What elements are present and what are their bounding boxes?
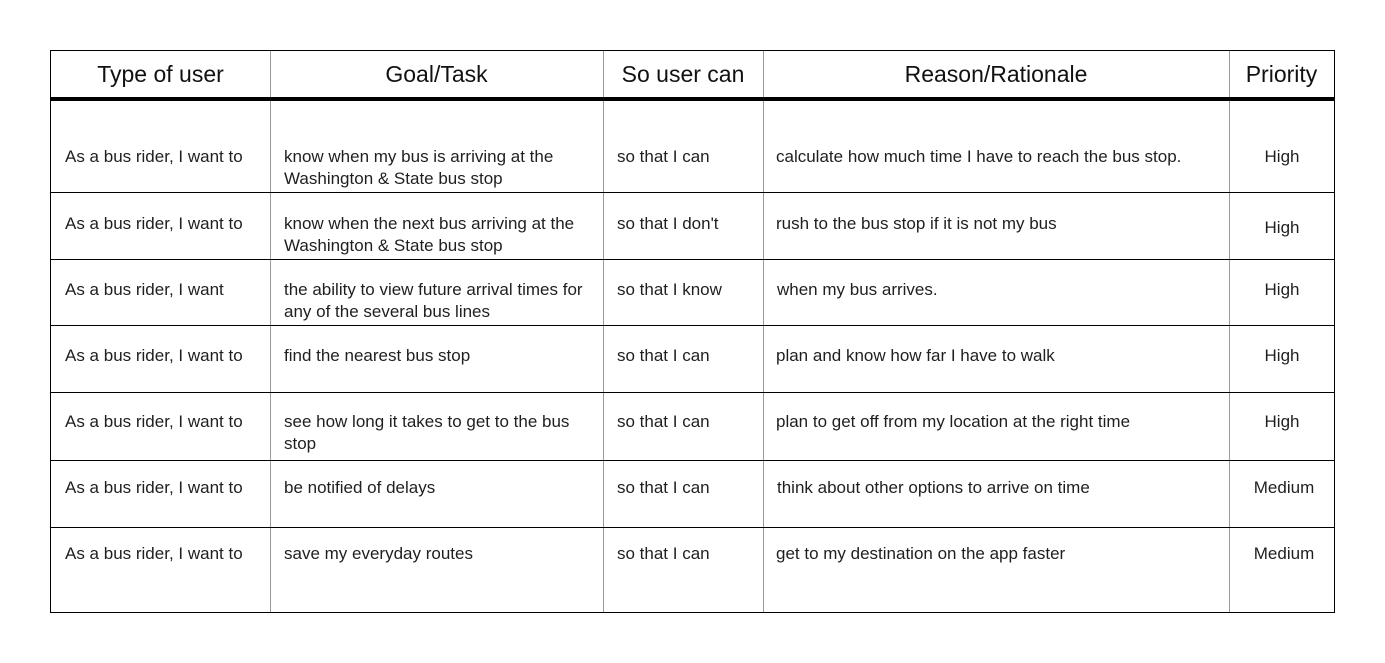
cell-priority: High: [1264, 346, 1300, 365]
cell-so-user-can: so that I know: [617, 280, 722, 299]
column-divider: [270, 51, 271, 612]
user-stories-table: Type of user Goal/Task So user can Reaso…: [50, 50, 1335, 613]
cell-reason: get to my destination on the app faster: [776, 544, 1066, 563]
row-divider: [51, 192, 1334, 193]
table-header: Type of user Goal/Task So user can Reaso…: [51, 51, 1334, 101]
cell-priority: High: [1264, 218, 1300, 237]
row-divider: [51, 460, 1334, 461]
cell-so-user-can: so that I can: [617, 147, 710, 166]
cell-goal-task: the ability to view future arrival times…: [284, 280, 583, 321]
header-so-user-can: So user can: [621, 61, 745, 87]
cell-goal-task: save my everyday routes: [284, 544, 473, 563]
header-type-of-user: Type of user: [97, 61, 224, 87]
cell-type-of-user: As a bus rider, I want: [65, 280, 224, 299]
cell-so-user-can: so that I don't: [617, 214, 719, 233]
row-divider: [51, 527, 1334, 528]
cell-type-of-user: As a bus rider, I want to: [65, 544, 243, 563]
cell-priority: Medium: [1253, 478, 1315, 497]
cell-so-user-can: so that I can: [617, 412, 710, 431]
row-divider: [51, 325, 1334, 326]
cell-priority: Medium: [1253, 544, 1315, 563]
cell-type-of-user: As a bus rider, I want to: [65, 147, 243, 166]
cell-so-user-can: so that I can: [617, 544, 710, 563]
cell-goal-task: be notified of delays: [284, 478, 436, 497]
cell-so-user-can: so that I can: [617, 346, 710, 365]
cell-reason: rush to the bus stop if it is not my bus: [776, 214, 1057, 233]
cell-goal-task: know when my bus is arriving at the Wash…: [284, 147, 554, 188]
cell-priority: High: [1264, 280, 1300, 299]
header-priority: Priority: [1245, 61, 1318, 87]
cell-priority: High: [1264, 147, 1300, 166]
cell-reason: think about other options to arrive on t…: [777, 478, 1090, 497]
cell-goal-task: know when the next bus arriving at the W…: [284, 214, 575, 255]
row-divider: [51, 392, 1334, 393]
column-divider: [1229, 51, 1230, 612]
cell-reason: plan and know how far I have to walk: [776, 346, 1055, 365]
column-divider: [763, 51, 764, 612]
cell-reason: calculate how much time I have to reach …: [776, 147, 1182, 166]
cell-so-user-can: so that I can: [617, 478, 710, 497]
cell-goal-task: find the nearest bus stop: [284, 346, 471, 365]
cell-priority: High: [1264, 412, 1300, 431]
cell-type-of-user: As a bus rider, I want to: [65, 346, 243, 365]
header-goal-task: Goal/Task: [385, 61, 488, 87]
cell-type-of-user: As a bus rider, I want to: [65, 478, 243, 497]
cell-goal-task: see how long it takes to get to the bus …: [284, 412, 570, 453]
header-reason-rationale: Reason/Rationale: [904, 61, 1088, 87]
row-divider: [51, 259, 1334, 260]
cell-reason: plan to get off from my location at the …: [776, 412, 1131, 431]
cell-reason: when my bus arrives.: [777, 280, 938, 299]
cell-type-of-user: As a bus rider, I want to: [65, 214, 243, 233]
cell-type-of-user: As a bus rider, I want to: [65, 412, 243, 431]
column-divider: [603, 51, 604, 612]
